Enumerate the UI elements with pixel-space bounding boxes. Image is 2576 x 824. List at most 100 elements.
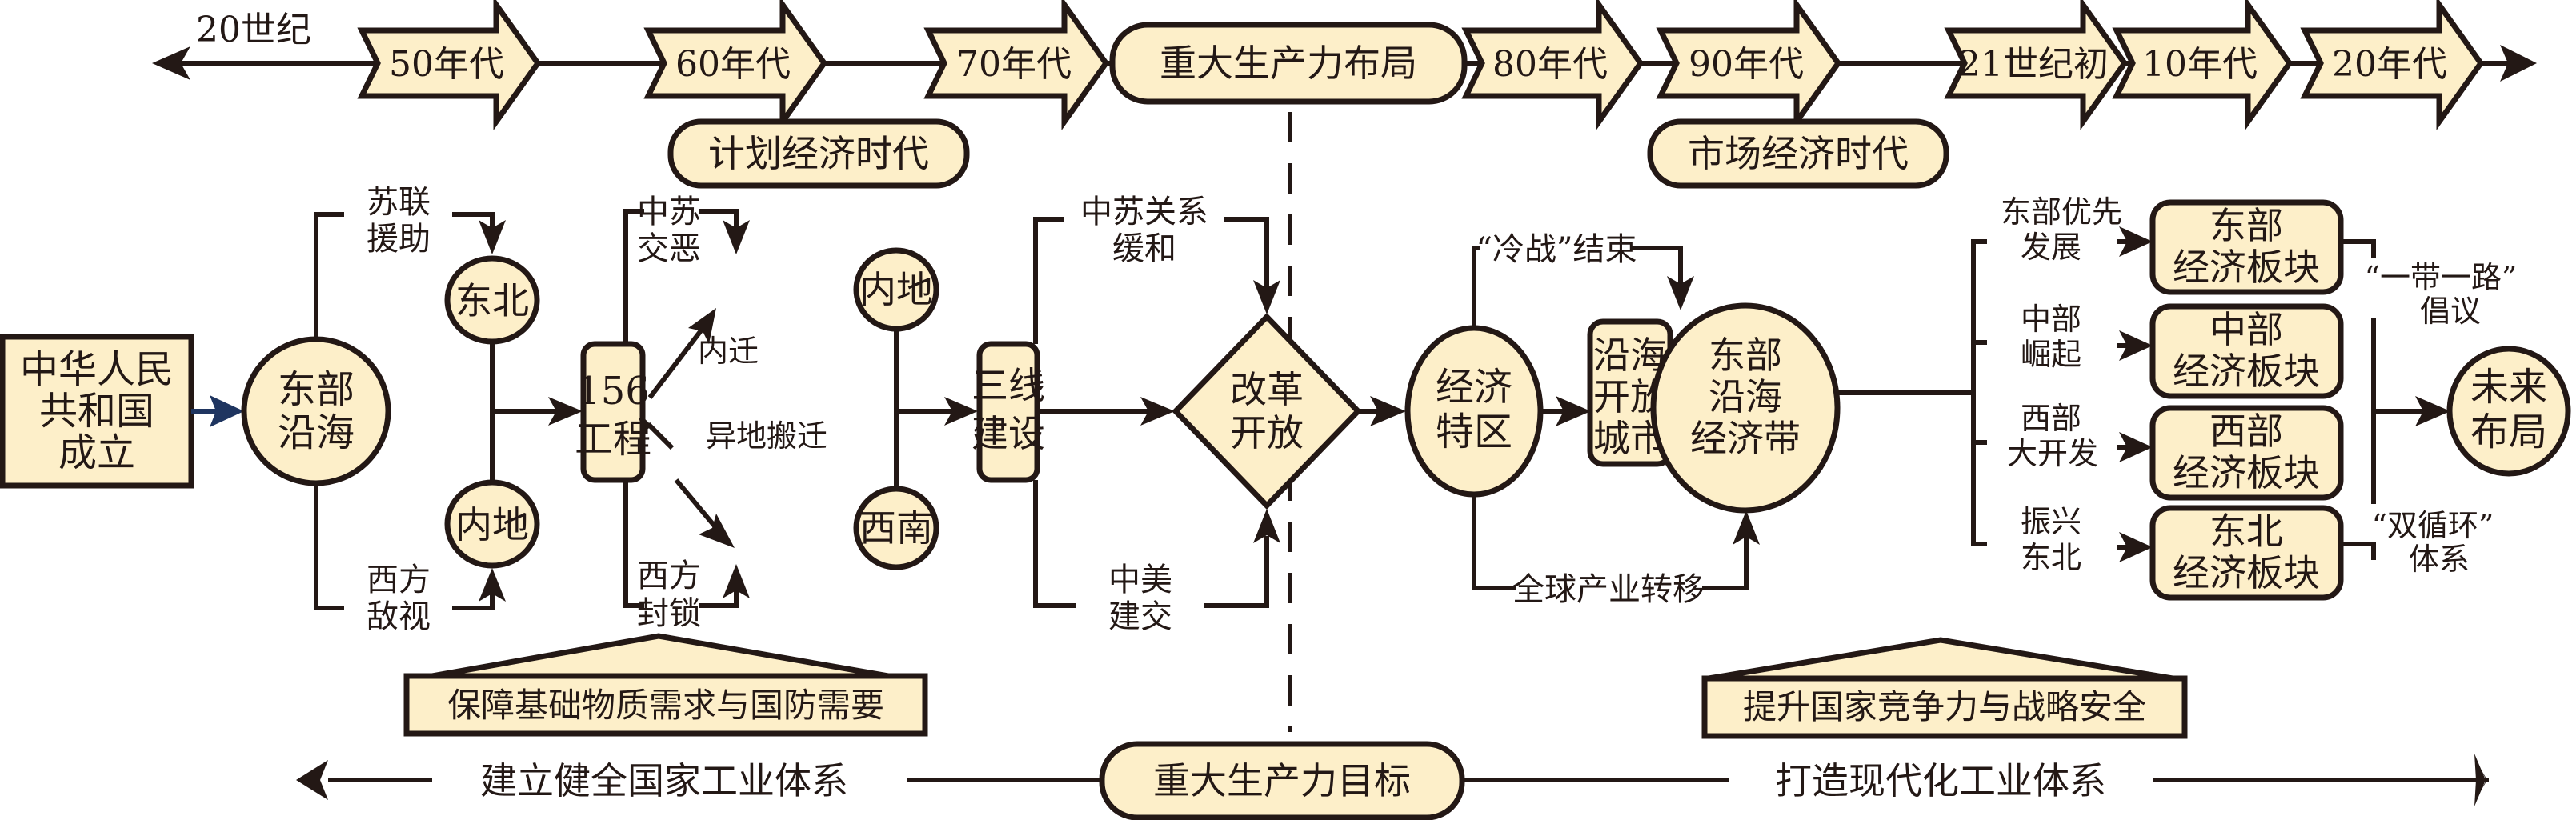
arrowhead-right-icon (944, 397, 978, 426)
ne-revival-label-2: 东北 (2021, 540, 2081, 575)
timeline-left-arrowhead-icon (152, 46, 190, 80)
sino-soviet-split-label-1: 中苏 (637, 194, 701, 230)
east-coast-line-1: 东部 (278, 367, 355, 412)
founding-line-2: 共和国 (39, 389, 154, 434)
economic-block-region: 西部 (2209, 410, 2283, 453)
left-goal-arrowhead-icon (296, 760, 328, 800)
market-era-flow: 经济 特区 “冷战”结束 全球产业转移 沿海 开放 城市 东部 沿海 经济带 (1358, 194, 2571, 608)
arrowhead-right-icon (2119, 432, 2153, 462)
decade-arrow (923, 0, 1110, 130)
center-layout-pill (1109, 22, 1468, 105)
cold-war-end-label: “冷战”结束 (1476, 231, 1637, 268)
156-bottom-branch (623, 480, 644, 608)
coastal-belt-node (1650, 302, 1841, 514)
era-market-pill (1647, 118, 1949, 189)
east-first-label-2: 发展 (2021, 230, 2081, 265)
economic-block-node (2149, 199, 2344, 295)
economic-block-suffix: 经济板块 (2173, 551, 2320, 594)
arrowhead-right-icon (2119, 330, 2153, 361)
arrowhead-down-icon (1253, 280, 1280, 314)
arrowhead-up-icon (479, 568, 506, 602)
ne-revival-label-1: 振兴 (2021, 504, 2081, 539)
goals: 保障基础物质需求与国防需要 提升国家竞争力与战略安全 建立健全国家工业体系 重大… (296, 633, 2489, 821)
easing-connector (1224, 217, 1269, 288)
west-dev-label-2: 大开发 (2007, 436, 2098, 471)
arrowhead-right-icon (1370, 396, 1406, 426)
right-roof (1708, 637, 2173, 682)
center-goal-label: 重大生产力目标 (1153, 759, 1411, 802)
decade-arrow (2300, 0, 2485, 130)
western-blockade-label-1: 西方 (637, 558, 701, 594)
dual-circ-label-1: “双循环” (2372, 508, 2494, 543)
east-first-label-1: 东部优先 (2001, 194, 2122, 230)
global-shift-label: 全球产业转移 (1512, 571, 1705, 608)
decade-label: 60年代 (675, 44, 791, 85)
economic-block-node (2149, 405, 2344, 501)
decade-label: 10年代 (2142, 44, 2258, 85)
decade-arrow (1461, 0, 1645, 130)
belt-road-label-2: 倡议 (2420, 294, 2481, 329)
planned-era-flow: 中华人民 共和国 成立 东部 沿海 苏联 援助 西方 敌视 东北 内地 156 … (0, 184, 1362, 635)
arrowhead-down-icon (479, 220, 506, 254)
economic-block-region: 中部 (2209, 308, 2283, 351)
western-blockade-label-2: 封锁 (637, 595, 701, 632)
economic-block-suffix: 经济板块 (2173, 350, 2320, 393)
decade-label: 90年代 (1689, 44, 1804, 85)
sez-line-2: 特区 (1436, 410, 1512, 454)
inland-label-2: 内地 (859, 268, 933, 311)
project-156-line-2: 工程 (575, 417, 651, 462)
sez-bottom-branch (1472, 494, 1516, 590)
coast-bottom-branch (314, 483, 344, 610)
blue-arrowhead-icon (210, 395, 244, 427)
future-line-2: 布局 (2470, 410, 2547, 454)
economic-block-node (2149, 303, 2344, 399)
arrowhead-right-icon (2415, 396, 2450, 426)
third-front-line-1: 三线 (972, 364, 1045, 407)
regions-bracket (1971, 239, 1987, 546)
founding-node (0, 334, 194, 489)
arrowhead-right-icon (2119, 532, 2153, 562)
dual-circ-label-2: 体系 (2409, 542, 2470, 577)
central-rise-label-2: 崛起 (2021, 337, 2081, 372)
decade-label: 70年代 (956, 44, 1072, 85)
sino-us-connector (1204, 536, 1269, 608)
future-node (2446, 346, 2571, 477)
western-hostility-label-1: 西方 (367, 562, 431, 598)
dual-circ-bracket-bottom (2341, 542, 2376, 560)
economic-block-region: 东部 (2209, 204, 2283, 247)
left-goal-label: 保障基础物质需求与国防需要 (447, 686, 884, 725)
decade-label: 21世纪初 (1958, 44, 2109, 85)
sino-us-label-2: 建交 (1108, 598, 1172, 635)
decade-arrow (1944, 0, 2129, 130)
coastal-cities-line-1: 沿海 (1593, 334, 1667, 377)
arrowhead-down-icon (723, 220, 750, 254)
right-goal-label: 提升国家竞争力与战略安全 (1743, 687, 2146, 726)
center-layout-label: 重大生产力布局 (1160, 42, 1417, 85)
era-planned-pill (667, 118, 970, 189)
project-156-node (580, 341, 646, 483)
belt-road-label-1: “一带一路” (2365, 260, 2518, 295)
sez-line-1: 经济 (1436, 365, 1512, 410)
left-goal-box (403, 673, 928, 737)
third-front-top-branch (1033, 217, 1064, 344)
reform-line-2: 开放 (1230, 411, 1304, 454)
arrowhead-down-icon (1667, 276, 1694, 310)
arrowhead-diag-up-icon (688, 308, 716, 344)
arrowhead-right-icon (1556, 396, 1591, 426)
arrowhead-right-icon (2119, 226, 2153, 257)
arrowhead-up-icon (723, 564, 750, 598)
decade-arrow (357, 0, 542, 130)
coastal-belt-line-2: 沿海 (1709, 375, 1782, 418)
sino-soviet-easing-label-1: 中苏关系 (1080, 194, 1208, 230)
founding-line-3: 成立 (58, 430, 135, 475)
belt-road-bracket-top (2341, 239, 2376, 258)
arrowhead-right-icon (1140, 397, 1175, 426)
relocation-arrow-line (674, 478, 719, 530)
coastal-belt-line-3: 经济带 (1690, 417, 1801, 460)
arrowhead-diag-down-icon (699, 514, 735, 548)
inland-label-1: 内地 (455, 503, 529, 546)
third-front-bottom-branch (1033, 480, 1076, 608)
